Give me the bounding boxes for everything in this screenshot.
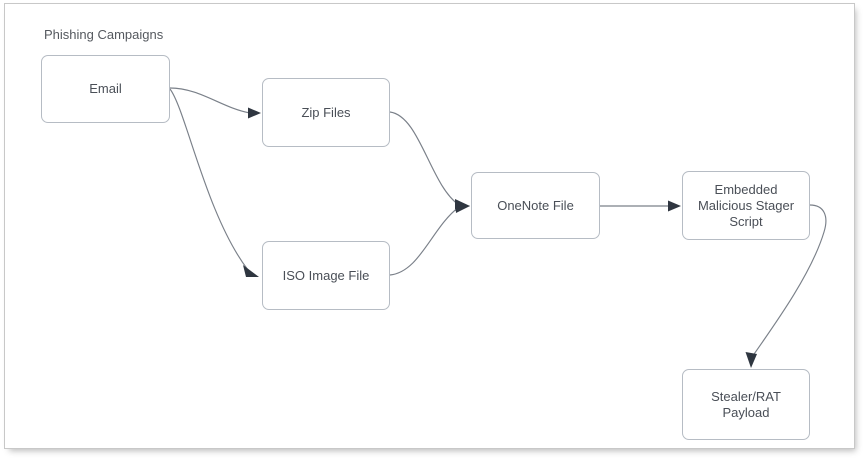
node-embedded-malicious-stager-script-label: Embedded Malicious Stager Script xyxy=(697,181,795,229)
node-zip-files[interactable]: Zip Files xyxy=(262,78,390,147)
node-embedded-malicious-stager-script[interactable]: Embedded Malicious Stager Script xyxy=(682,171,810,240)
edge-email-to-zip xyxy=(169,87,261,119)
node-email[interactable]: Email xyxy=(41,55,170,123)
node-stealer-rat-payload[interactable]: Stealer/RAT Payload xyxy=(682,369,810,440)
edge-iso-to-onenote xyxy=(389,201,470,276)
node-iso-image-file[interactable]: ISO Image File xyxy=(262,241,390,310)
edge-onenote-to-stager xyxy=(600,200,681,212)
node-onenote-file[interactable]: OneNote File xyxy=(471,172,600,239)
node-onenote-file-label: OneNote File xyxy=(497,197,574,213)
edge-email-to-iso xyxy=(169,88,259,277)
edge-zip-to-onenote xyxy=(389,111,470,211)
node-zip-files-label: Zip Files xyxy=(301,104,351,120)
node-iso-image-file-label: ISO Image File xyxy=(282,267,370,283)
node-email-label: Email xyxy=(89,81,122,96)
group-label-phishing-campaigns: Phishing Campaigns xyxy=(44,27,164,42)
node-stealer-rat-payload-label: Stealer/RAT Payload xyxy=(711,388,781,420)
